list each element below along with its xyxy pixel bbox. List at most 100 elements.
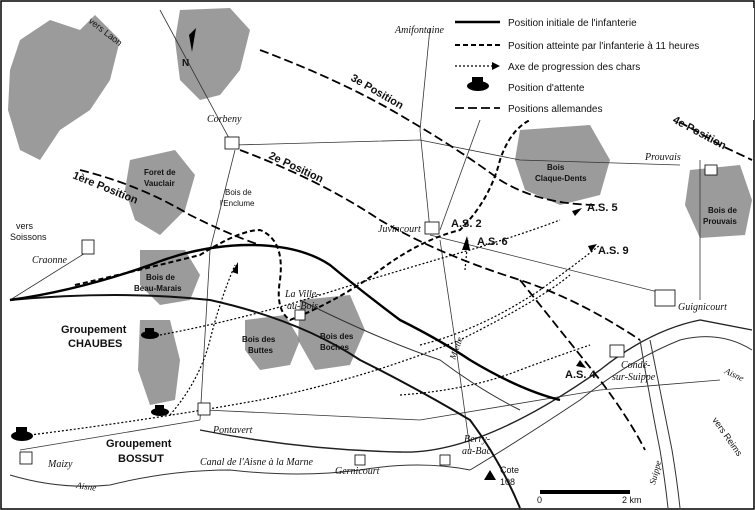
- waiting-positions: [11, 328, 169, 441]
- direction-reims: vers Reims: [710, 415, 744, 458]
- direction-soissons-1: vers: [16, 221, 34, 231]
- wood-label-vauclair-1: Foret de: [144, 168, 176, 177]
- as6-arrow-icon: [462, 236, 470, 250]
- wood-north-central: [175, 8, 250, 100]
- north-label: N: [182, 58, 189, 69]
- group-chaubes-2: CHAUBES: [68, 338, 122, 350]
- height-marker-icon: [484, 470, 496, 480]
- tank-axis-4: [419, 244, 601, 346]
- road-maizy: [19, 419, 201, 451]
- german-reserve: [519, 279, 646, 451]
- legend-label-german: Positions allemandes: [508, 104, 603, 115]
- group-chaubes-1: Groupement: [61, 324, 127, 336]
- wood-label-enclume-1: Bois de: [225, 188, 252, 197]
- river-miette: [299, 299, 521, 411]
- german-second: [239, 149, 641, 341]
- tank-bossut: [151, 405, 169, 416]
- wood-label-beau-marais-2: Beau-Marais: [134, 284, 182, 293]
- river-label-miette: Miette: [447, 336, 465, 362]
- as-label-5: A.S. 5: [587, 202, 618, 214]
- town-berry-1: Berry-: [464, 434, 490, 445]
- scale-bar: 0 2 km: [537, 490, 642, 505]
- german-first: [79, 169, 261, 246]
- road-craonne: [9, 249, 91, 301]
- legend-label-reached: Position atteinte par l'infanterie à 11 …: [508, 41, 699, 52]
- town-juvincourt: Juvincourt: [378, 224, 421, 235]
- wood-label-prouvais-1: Bois de: [708, 206, 737, 215]
- tank-maizy: [11, 427, 33, 441]
- wood-label-prouvais-2: Prouvais: [703, 217, 737, 226]
- river-label-aisne-east: Aisne: [722, 365, 745, 383]
- town-maizy: Maizy: [47, 459, 73, 470]
- legend-label-initial: Position initiale de l'infanterie: [508, 18, 637, 29]
- wood-label-buttes-2: Buttes: [248, 346, 273, 355]
- wood-label-vauclair-2: Vauclair: [144, 179, 175, 188]
- woods-layer: [8, 8, 752, 405]
- tank-chaubes: [141, 328, 159, 339]
- road-amifontaine: [419, 27, 431, 231]
- town-marker-maizy: [19, 451, 33, 465]
- town-marker-craonne: [81, 239, 95, 255]
- roads-layer: [9, 9, 721, 451]
- river-label-aisne-west: Aisne: [75, 480, 97, 493]
- north-arrow-icon: N: [182, 28, 196, 69]
- as-label-4: A.S. 4: [565, 369, 596, 381]
- position-label-second: 2e Position: [267, 150, 326, 186]
- scale-start: 0: [537, 495, 542, 505]
- road-corbeny-east: [234, 139, 681, 166]
- wood-label-buttes-1: Bois des: [242, 335, 276, 344]
- river-label-suippe: Suippe: [647, 459, 663, 485]
- as5-arrow-icon: [572, 208, 582, 216]
- line-reached-position: [74, 119, 531, 322]
- road-laon: [159, 9, 231, 141]
- wood-label-claque-2: Claque-Dents: [535, 174, 587, 183]
- as9-arrow-icon: [588, 244, 597, 252]
- group-bossut-2: BOSSUT: [118, 453, 164, 465]
- town-markers: [19, 136, 718, 466]
- town-marker-corbeny: [224, 136, 240, 150]
- town-gernicourt: Gernicourt: [335, 466, 380, 477]
- town-corbeny: Corbeny: [207, 114, 242, 125]
- wood-claque-dents: [515, 125, 610, 205]
- tank-axis-5: [464, 237, 469, 271]
- height-label-2: 108: [500, 477, 515, 487]
- town-conde-2: sur-Suippe: [612, 372, 656, 383]
- town-marker-gernicourt: [354, 454, 366, 466]
- legend: Position initiale de l'infanterie Positi…: [444, 8, 754, 120]
- as-label-6: A.S. 6: [477, 236, 508, 248]
- wood-chaubes: [138, 320, 180, 405]
- town-guignicourt: Guignicourt: [678, 302, 727, 313]
- canal-aisne-marne: [199, 319, 753, 453]
- wood-prouvais: [685, 165, 752, 238]
- road-guignicourt: [429, 234, 671, 296]
- wood-label-boches-2: Boches: [320, 343, 349, 352]
- wood-boches: [298, 295, 365, 370]
- direction-soissons-2: Soissons: [10, 232, 47, 242]
- german-third: [259, 49, 601, 206]
- town-conde-1: Condé-: [621, 360, 650, 371]
- tank-axis-1: [29, 274, 571, 436]
- tank-axes: [29, 219, 601, 436]
- scale-end: 2 km: [622, 495, 642, 505]
- legend-label-axis: Axe de progression des chars: [508, 62, 640, 73]
- town-marker-prouvais: [704, 164, 718, 176]
- wood-northwest: [8, 15, 120, 160]
- town-marker-guignicourt: [654, 289, 676, 307]
- town-marker-villeaubois: [294, 309, 306, 321]
- town-la-ville-au-bois-2: au-Bois: [287, 301, 318, 312]
- town-craonne: Craonne: [32, 255, 68, 266]
- wood-label-boches-1: Bois des: [320, 332, 354, 341]
- town-marker-juvincourt: [424, 221, 440, 235]
- river-suippe-2: [649, 339, 681, 509]
- waterways-layer: [9, 299, 753, 509]
- town-marker-berry: [439, 454, 451, 466]
- wood-label-beau-marais-1: Bois de: [146, 273, 175, 282]
- town-prouvais: Prouvais: [644, 152, 681, 163]
- canal-label: Canal de l'Aisne à la Marne: [200, 457, 314, 468]
- axis-arrow-icon: [232, 262, 238, 274]
- river-aisne-east: [469, 336, 753, 471]
- wood-buttes: [245, 315, 300, 370]
